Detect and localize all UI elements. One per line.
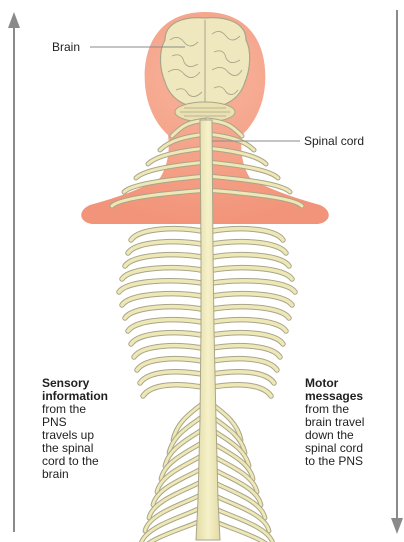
brain-label: Brain [52,41,80,54]
sensory-information-text: Sensory information from the PNS travels… [42,377,130,481]
sensory-body-line: brain [42,468,130,481]
upward-arrow [8,12,20,532]
downward-arrow [391,10,403,534]
motor-messages-text: Motor messages from the brain travel dow… [305,377,385,468]
spinal-cord-label: Spinal cord [304,135,364,148]
motor-body-line: to the PNS [305,455,385,468]
